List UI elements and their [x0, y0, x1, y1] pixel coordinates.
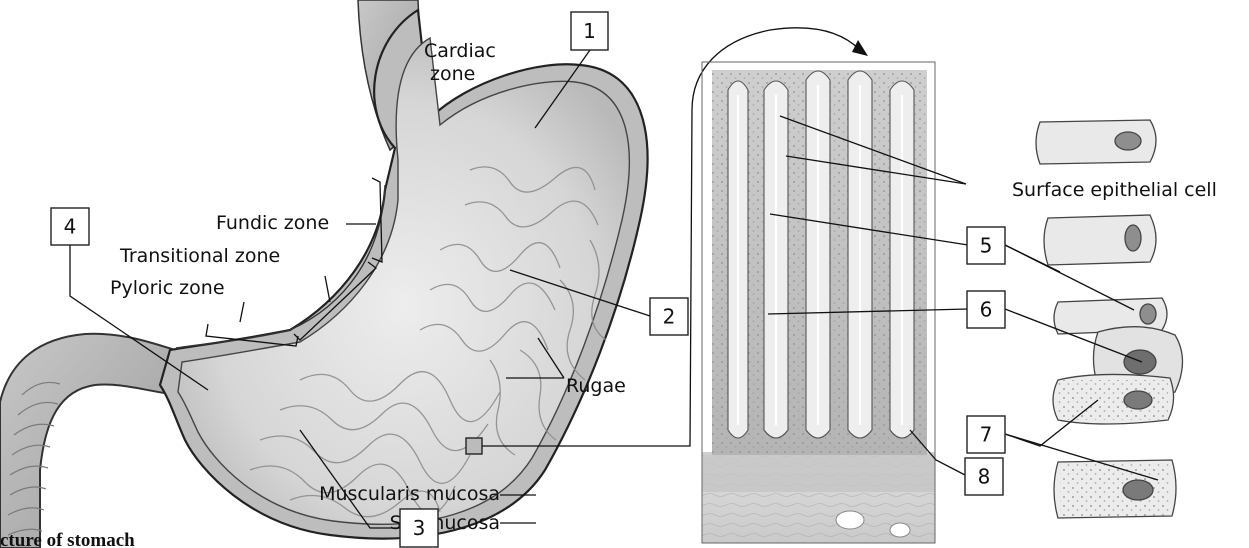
svg-text:2: 2 [663, 305, 676, 329]
number-box-2: 2 [650, 298, 688, 335]
svg-text:4: 4 [64, 215, 77, 239]
svg-text:1: 1 [583, 19, 596, 43]
chief-cell-lower [1054, 460, 1176, 518]
svg-text:8: 8 [978, 465, 991, 489]
label-cardiac-zone-1: Cardiac [424, 40, 496, 62]
svg-text:6: 6 [980, 298, 993, 322]
label-fundic-zone: Fundic zone [216, 212, 329, 234]
muscularis-layer [702, 452, 935, 492]
submucosa-vessel [890, 523, 910, 537]
surface-epithelial-cell [1036, 120, 1156, 164]
number-box-8: 8 [965, 458, 1003, 495]
label-cardiac-zone-2: zone [430, 63, 475, 85]
number-box-7: 7 [967, 416, 1005, 453]
label-surface-epithelial-cell: Surface epithelial cell [1012, 179, 1217, 201]
submucosa-vessel [836, 511, 864, 529]
label-muscularis-mucosa: Muscularis mucosa [319, 483, 500, 505]
number-box-5: 5 [967, 227, 1005, 264]
chief-cell-upper [1053, 374, 1174, 424]
mucosa-section [702, 62, 935, 543]
label-rugae: Rugae [566, 375, 626, 397]
figure-caption: cture of stomach [0, 530, 135, 548]
cell-type-5-upper [1044, 215, 1156, 265]
number-box-3: 3 [400, 509, 438, 547]
svg-text:5: 5 [980, 234, 993, 258]
number-box-1: 1 [571, 12, 608, 50]
svg-text:7: 7 [980, 423, 993, 447]
sample-location-marker [466, 438, 482, 454]
number-box-4: 4 [51, 208, 89, 245]
label-pyloric-zone: Pyloric zone [110, 277, 225, 299]
svg-text:3: 3 [413, 516, 426, 540]
duodenum [0, 334, 178, 548]
number-box-6: 6 [967, 291, 1005, 328]
label-transitional-zone: Transitional zone [119, 245, 280, 267]
sample-arrowhead [852, 40, 868, 56]
stomach-illustration [0, 0, 648, 548]
